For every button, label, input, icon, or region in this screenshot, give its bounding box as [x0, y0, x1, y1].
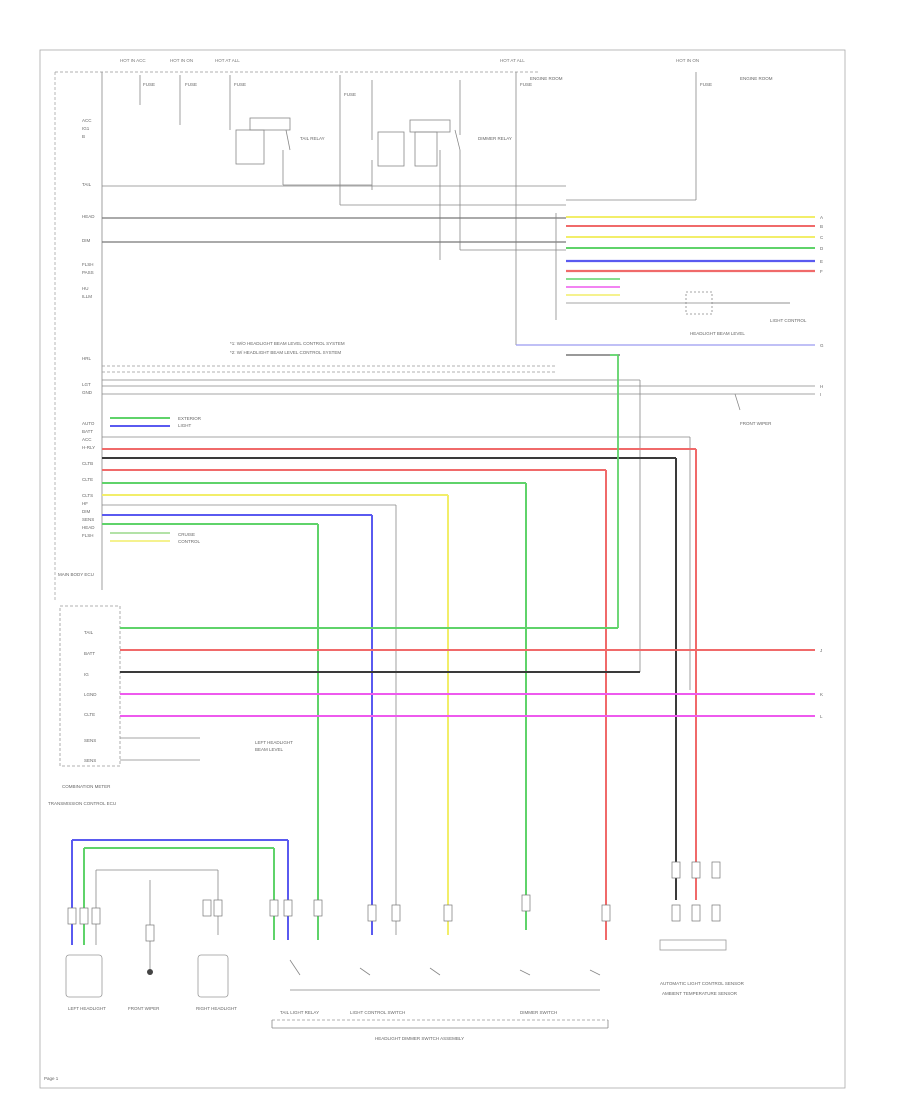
diagram-border [39, 49, 846, 1089]
svg-text:CONTROL: CONTROL [178, 539, 200, 544]
tail-light-relay-label: TAIL LIGHT RELAY [280, 1010, 319, 1015]
svg-text:IG1: IG1 [82, 126, 90, 131]
svg-text:LEFT HEADLIGHT: LEFT HEADLIGHT [255, 740, 293, 745]
svg-text:HEADLIGHT BEAM LEVEL: HEADLIGHT BEAM LEVEL [690, 331, 745, 336]
svg-text:H-RLY: H-RLY [82, 445, 95, 450]
colored-drop-wires: EXTERIOR LIGHT CRUISE CONTROL [102, 354, 697, 940]
svg-text:HEAD: HEAD [82, 525, 95, 530]
svg-text:LGND: LGND [84, 692, 97, 697]
svg-text:E: E [820, 259, 823, 264]
headlight-dimmer-switch-label: HEADLIGHT DIMMER SWITCH ASSEMBLY [375, 1036, 464, 1041]
svg-text:CLTB: CLTB [82, 461, 93, 466]
svg-text:GND: GND [82, 390, 93, 395]
svg-text:ENGINE ROOM: ENGINE ROOM [530, 76, 563, 81]
svg-text:ENGINE ROOM: ENGINE ROOM [740, 76, 773, 81]
light-control-switch-label: LIGHT CONTROL SWITCH [350, 1010, 405, 1015]
svg-text:K: K [820, 692, 823, 697]
svg-text:HOT IN ACC: HOT IN ACC [120, 58, 146, 63]
page-id: Page 1 [44, 1076, 59, 1081]
svg-text:DIM: DIM [82, 509, 91, 514]
ambient-sensor-label: AMBIENT TEMPERATURE SENSOR [662, 991, 738, 996]
svg-text:BATT: BATT [84, 651, 95, 656]
headlight-connectors: LEFT HEADLIGHT FRONT WIPER RIGHT HEADLIG… [65, 861, 721, 1011]
svg-text:B: B [820, 224, 823, 229]
top-fuse-section: HOT IN ACC HOT IN ON HOT AT ALL HOT AT A… [54, 58, 773, 600]
main-ecu-pins: ACC IG1 B TAIL HEAD DIM FLSH PASS HU ILL… [58, 118, 95, 577]
svg-text:G: G [820, 343, 824, 348]
svg-text:BATT: BATT [82, 429, 93, 434]
svg-text:FLSH: FLSH [82, 533, 94, 538]
svg-text:EXTERIOR: EXTERIOR [178, 416, 202, 421]
svg-text:I: I [820, 392, 821, 397]
svg-text:B: B [82, 134, 85, 139]
middle-horizontal-wires: FRONT WIPER [102, 379, 815, 690]
svg-text:SENS: SENS [82, 517, 94, 522]
left-headlight-label: LEFT HEADLIGHT [68, 1006, 106, 1011]
svg-text:TAIL: TAIL [82, 182, 92, 187]
svg-text:ACC: ACC [82, 437, 92, 442]
switch-assembly: TAIL LIGHT RELAY LIGHT CONTROL SWITCH DI… [271, 939, 745, 1041]
svg-text:D: D [820, 246, 824, 251]
svg-text:BEAM LEVEL: BEAM LEVEL [255, 747, 284, 752]
svg-text:CLTS: CLTS [82, 493, 93, 498]
svg-text:F: F [820, 269, 823, 274]
svg-text:DIMMER RELAY: DIMMER RELAY [478, 136, 512, 141]
front-wiper-label: FRONT WIPER [128, 1006, 160, 1011]
svg-text:HOT AT ALL: HOT AT ALL [500, 58, 525, 63]
auto-light-sensor-label: AUTOMATIC LIGHT CONTROL SENSOR [660, 981, 745, 986]
svg-text:HOT IN ON: HOT IN ON [170, 58, 193, 63]
svg-text:HOT IN ON: HOT IN ON [676, 58, 699, 63]
svg-text:TAIL RELAY: TAIL RELAY [300, 136, 325, 141]
svg-text:C: C [820, 235, 824, 240]
combination-meter-label: COMBINATION METER [62, 784, 111, 789]
svg-text:DIM: DIM [82, 238, 91, 243]
right-edge-markers: A B C D E F G H I J K L [820, 215, 824, 719]
svg-text:FUSE: FUSE [143, 82, 155, 87]
main-ecu-label: MAIN BODY ECU [58, 572, 94, 577]
svg-text:SENS: SENS [84, 738, 96, 743]
svg-text:ILLM: ILLM [82, 294, 92, 299]
svg-text:ACC: ACC [82, 118, 92, 123]
svg-text:FUSE: FUSE [700, 82, 712, 87]
svg-text:HU: HU [82, 286, 89, 291]
svg-text:J: J [820, 648, 822, 653]
svg-text:HEAD: HEAD [82, 214, 95, 219]
svg-text:FUSE: FUSE [344, 92, 356, 97]
upper-horizontal-wires: LIGHT CONTROL HEADLIGHT BEAM LEVEL [102, 185, 815, 356]
svg-text:FUSE: FUSE [185, 82, 197, 87]
svg-text:PASS: PASS [82, 270, 94, 275]
notes: *1: W/O HEADLIGHT BEAM LEVEL CONTROL SYS… [102, 341, 556, 373]
note-2: *2: W/ HEADLIGHT BEAM LEVEL CONTROL SYST… [230, 350, 341, 355]
headlight-wiring [71, 839, 289, 975]
svg-text:HOT AT ALL: HOT AT ALL [215, 58, 240, 63]
svg-text:A: A [820, 215, 823, 220]
right-headlight-label: RIGHT HEADLIGHT [196, 1006, 237, 1011]
svg-text:LGT: LGT [82, 382, 91, 387]
svg-text:AUTO: AUTO [82, 421, 95, 426]
transmission-ecu-label: TRANSMISSION CONTROL ECU [48, 801, 116, 806]
svg-text:H: H [820, 384, 823, 389]
note-1: *1: W/O HEADLIGHT BEAM LEVEL CONTROL SYS… [230, 341, 345, 346]
svg-text:FUSE: FUSE [234, 82, 246, 87]
svg-text:IG: IG [84, 672, 89, 677]
svg-text:FLSH: FLSH [82, 262, 94, 267]
svg-text:CLTE: CLTE [84, 712, 95, 717]
svg-text:CLTE: CLTE [82, 477, 93, 482]
svg-text:HF: HF [82, 501, 88, 506]
svg-text:L: L [820, 714, 823, 719]
svg-text:SENS: SENS [84, 758, 96, 763]
svg-text:FUSE: FUSE [520, 82, 532, 87]
svg-text:HRL: HRL [82, 356, 91, 361]
svg-text:TAIL: TAIL [84, 630, 94, 635]
svg-text:CRUISE: CRUISE [178, 532, 195, 537]
combination-meter: TAIL BATT IG LGND CLTE SENS SENS COMBINA… [48, 605, 815, 806]
svg-text:LIGHT CONTROL: LIGHT CONTROL [770, 318, 807, 323]
svg-text:FRONT WIPER: FRONT WIPER [740, 421, 772, 426]
svg-text:LIGHT: LIGHT [178, 423, 192, 428]
dimmer-switch-label: DIMMER SWITCH [520, 1010, 557, 1015]
